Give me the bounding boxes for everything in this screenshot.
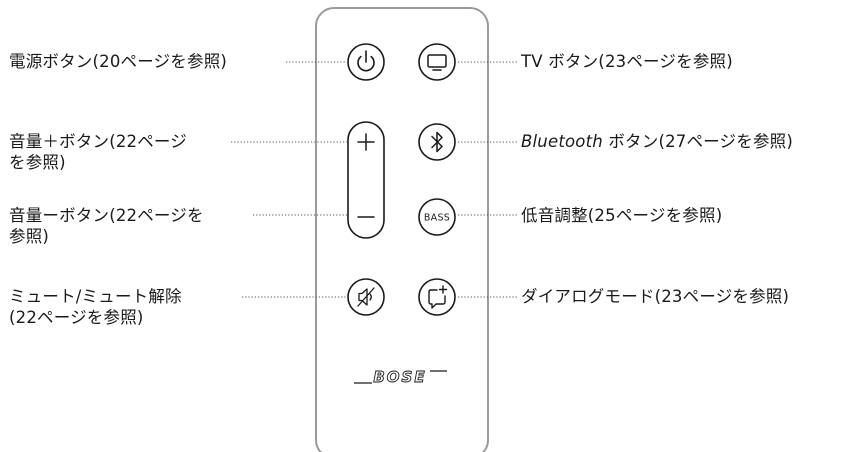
label-volume-up-line1: 音量＋ボタン(22ページ bbox=[9, 132, 188, 151]
label-volume-up-line2: を参照) bbox=[9, 153, 66, 172]
label-bluetooth-rest: ボタン(27ページを参照) bbox=[602, 132, 793, 151]
label-volume-down-line1: 音量ーボタン(22ページを bbox=[9, 206, 204, 225]
bluetooth-icon bbox=[431, 131, 443, 153]
power-button[interactable] bbox=[347, 43, 385, 81]
tv-button[interactable] bbox=[418, 43, 456, 81]
label-power: 電源ボタン(20ページを参照) bbox=[9, 52, 228, 71]
label-tv: TV ボタン(23ページを参照) bbox=[521, 52, 733, 71]
bass-button[interactable]: BASS bbox=[418, 198, 456, 236]
volume-rocker[interactable] bbox=[347, 121, 385, 239]
label-bluetooth-word: Bluetooth bbox=[521, 132, 603, 151]
power-icon bbox=[357, 50, 375, 72]
remote-body bbox=[315, 7, 489, 452]
label-mute-line1: ミュート/ミュート解除 bbox=[9, 287, 182, 306]
bose-logo: BOSE bbox=[354, 368, 447, 386]
bluetooth-button[interactable] bbox=[418, 123, 456, 161]
label-bass: 低音調整(25ページを参照) bbox=[521, 206, 723, 225]
label-bluetooth: Bluetooth ボタン(27ページを参照) bbox=[521, 131, 793, 152]
label-mute-line2: (22ページを参照) bbox=[9, 308, 144, 327]
tv-icon bbox=[427, 54, 447, 71]
svg-text:BOSE: BOSE bbox=[373, 368, 426, 386]
dialog-mode-button[interactable] bbox=[418, 278, 456, 316]
label-volume-down-line2: 参照) bbox=[9, 227, 50, 246]
bass-icon: BASS bbox=[424, 213, 450, 224]
mute-button[interactable] bbox=[347, 278, 385, 316]
dialog-mode-icon bbox=[428, 285, 448, 309]
label-dialog-mode: ダイアログモード(23ページを参照) bbox=[521, 287, 790, 306]
mute-icon bbox=[357, 287, 375, 307]
leader-lines bbox=[231, 61, 518, 298]
plus-icon[interactable] bbox=[357, 133, 375, 151]
